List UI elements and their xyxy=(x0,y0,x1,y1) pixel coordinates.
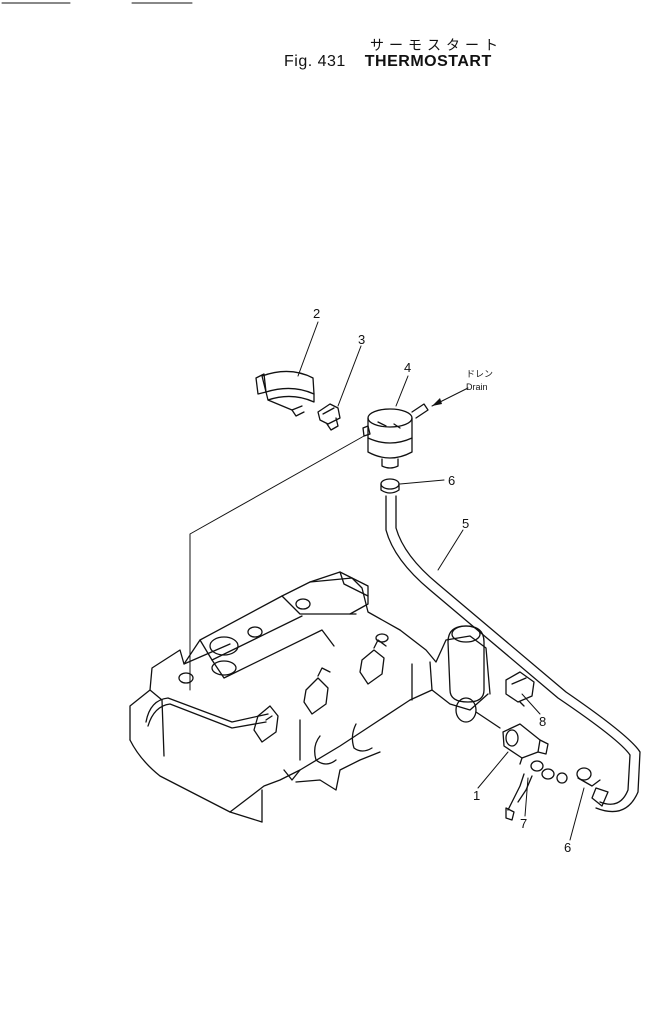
reservoir-part xyxy=(362,403,429,469)
callout-4: 4 xyxy=(404,360,411,375)
leader-lines xyxy=(189,321,585,841)
thermostart-plug-part xyxy=(502,723,549,765)
callout-8: 8 xyxy=(539,714,546,729)
fuel-hose-part xyxy=(385,495,641,813)
callout-6-lower: 6 xyxy=(564,840,571,855)
figure-number: Fig. 431 xyxy=(284,53,346,70)
callout-6-upper: 6 xyxy=(448,473,455,488)
hose-clamp-upper-part xyxy=(380,478,400,494)
drain-label-en: Drain xyxy=(466,382,488,392)
figure-title: Fig. 431 THERMOSTART xyxy=(284,53,492,71)
callout-7: 7 xyxy=(520,816,527,831)
fitting-part xyxy=(505,760,568,821)
callout-5: 5 xyxy=(462,516,469,531)
callout-3: 3 xyxy=(358,332,365,347)
title-japanese: サーモスタート xyxy=(370,38,503,54)
connector-part xyxy=(505,671,535,707)
clamp-band-part xyxy=(255,370,315,417)
figure-name: THERMOSTART xyxy=(364,53,492,70)
callout-labels: 2 3 4 ドレン Drain 6 5 8 1 7 6 xyxy=(313,306,571,855)
callout-1: 1 xyxy=(473,788,480,803)
engine-block xyxy=(129,571,501,823)
callout-2: 2 xyxy=(313,306,320,321)
bolt-part xyxy=(317,403,341,431)
hose-clamp-lower-part xyxy=(576,767,609,807)
drain-label-jp: ドレン xyxy=(466,369,493,379)
